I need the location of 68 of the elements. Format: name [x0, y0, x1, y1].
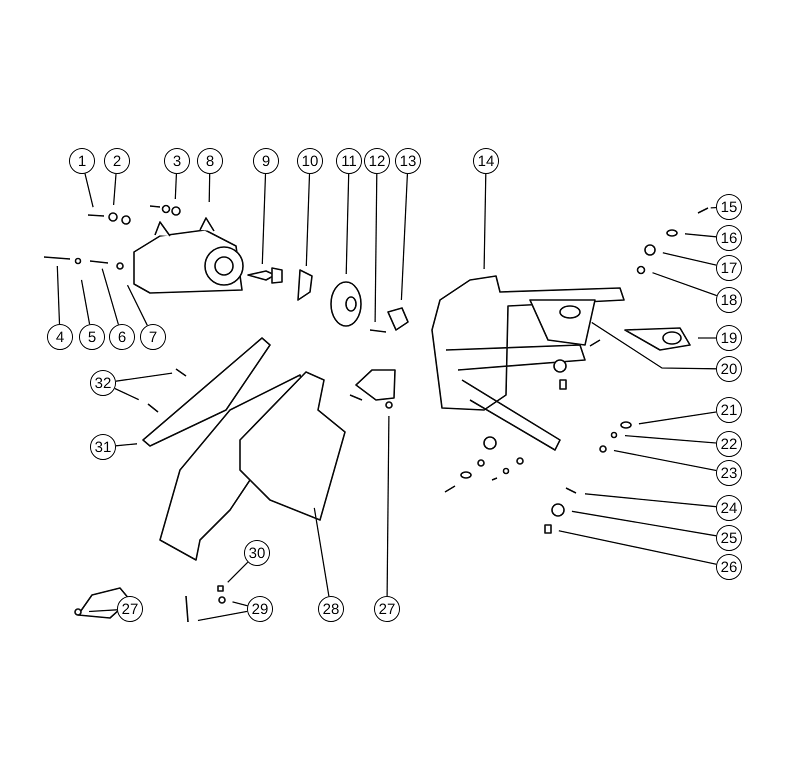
callout-number: 1 — [69, 148, 95, 174]
leader-line — [698, 337, 716, 339]
leader-line — [662, 252, 716, 266]
leader-line — [558, 530, 716, 565]
callout-number: 23 — [716, 460, 742, 486]
leader-line — [84, 173, 94, 208]
callout-number: 18 — [716, 287, 742, 313]
leader-line — [116, 443, 138, 446]
leader-line — [346, 174, 350, 274]
callout-number: 24 — [716, 495, 742, 521]
leader-line — [710, 206, 716, 209]
leader-line — [80, 280, 90, 324]
callout-number: 27 — [117, 596, 143, 622]
leader-line — [624, 434, 716, 444]
leader-line — [116, 372, 172, 382]
callout-number: 13 — [395, 148, 421, 174]
callout-number: 4 — [47, 324, 73, 350]
callout-number: 2 — [104, 148, 130, 174]
callout-number: 17 — [716, 255, 742, 281]
leader-line — [208, 174, 210, 202]
callout-number: 21 — [716, 397, 742, 423]
callout-number: 5 — [79, 324, 105, 350]
callout-number: 30 — [244, 540, 270, 566]
callout-number: 14 — [473, 148, 499, 174]
leader-line — [614, 450, 716, 472]
callout-number: 20 — [716, 356, 742, 382]
leader-line — [114, 388, 139, 400]
callout-number: 6 — [109, 324, 135, 350]
callout-number: 22 — [716, 431, 742, 457]
leader-line — [227, 562, 248, 583]
leader-line — [386, 416, 390, 596]
callout-number: 31 — [90, 434, 116, 460]
leader-line — [232, 601, 248, 606]
callout-number: 9 — [253, 148, 279, 174]
leader-line — [102, 268, 120, 325]
callout-number: 19 — [716, 325, 742, 351]
leader-line — [126, 284, 148, 326]
callout-number: 25 — [716, 525, 742, 551]
callout-number: 10 — [297, 148, 323, 174]
leader-line — [112, 174, 117, 206]
callout-number: 12 — [364, 148, 390, 174]
leader-line — [572, 510, 716, 536]
callout-number: 29 — [247, 596, 273, 622]
callout-number: 26 — [716, 554, 742, 580]
callout-number: 28 — [318, 596, 344, 622]
leader-line — [400, 174, 408, 300]
callout-number: 15 — [716, 194, 742, 220]
leader-line — [591, 322, 716, 370]
leader-line — [56, 266, 60, 324]
leader-line — [684, 233, 716, 238]
leader-line — [584, 493, 716, 508]
callout-number: 16 — [716, 225, 742, 251]
leader-line — [314, 508, 330, 596]
leader-line — [483, 174, 486, 270]
callout-number: 11 — [336, 148, 362, 174]
callout-number: 7 — [140, 324, 166, 350]
leader-line — [306, 174, 310, 266]
callout-number: 27 — [374, 596, 400, 622]
callout-number: 8 — [197, 148, 223, 174]
callout-number: 3 — [164, 148, 190, 174]
leader-line — [88, 609, 118, 612]
callout-number: 32 — [90, 370, 116, 396]
leader-line — [198, 610, 248, 622]
leader-line — [638, 411, 716, 424]
leader-line — [262, 174, 266, 264]
leader-line — [174, 174, 178, 200]
leader-line — [652, 272, 718, 296]
leader-line — [374, 174, 378, 322]
